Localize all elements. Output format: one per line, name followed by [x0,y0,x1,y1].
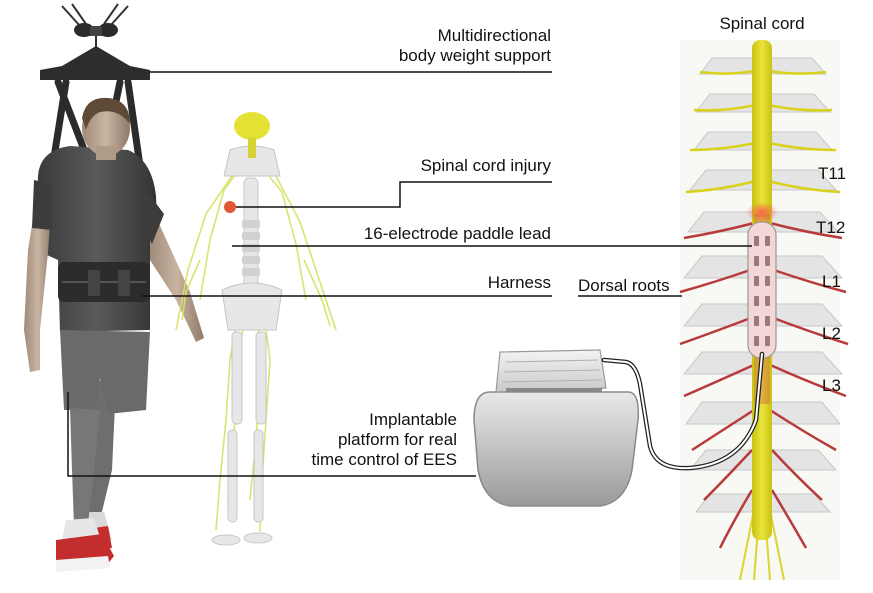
vertebra-label-l3: L3 [822,376,841,395]
label-implantable-platform: Implantable platform for real time contr… [311,410,457,470]
suspension-cables [61,3,129,52]
vertebra-label-l1: L1 [822,272,841,291]
walker-torso [36,146,158,332]
label-line: time control of EES [311,450,457,469]
lead-cable [601,351,765,471]
support-frame [40,46,150,80]
leader-lines [67,71,752,477]
label-body-weight-support: Multidirectional body weight support [399,26,551,66]
implantable-pulse-generator [473,349,640,507]
nervous-system-figure [175,112,337,546]
label-dorsal-roots: Dorsal roots [578,276,670,295]
vertebra-label-t11: T11 [818,164,847,183]
vertebral-column [242,220,260,276]
harness-vest [58,262,150,302]
label-line: Multidirectional [437,26,551,45]
device-case [473,391,640,507]
pulley-icon [74,23,118,37]
label-paddle-lead: 16-electrode paddle lead [363,224,551,243]
walker-back-leg [88,380,116,520]
leader-spinal-cord-injury [236,181,552,208]
injury-marker [224,201,236,213]
paddle-lead [747,221,777,359]
label-line: body weight support [398,46,551,65]
walker-front-leg [70,408,100,526]
brain-icon [234,112,270,140]
label-spinal-cord-injury: Spinal cord injury [420,156,551,175]
label-harness: Harness [487,273,551,292]
walker-figure [24,3,204,572]
walker-left-arm [24,188,52,372]
vertebra-label-l2: L2 [822,324,841,343]
spinal-cord-anatomy [679,40,849,581]
walker-shorts [60,330,150,414]
skeleton [211,145,283,546]
label-line: Implantable [369,410,457,429]
leader-implantable-platform [67,392,476,477]
vertebra-label-t12: T12 [816,218,846,237]
label-spinal-cord: Spinal cord [719,14,805,33]
walker-right-arm [150,204,204,342]
label-line: platform for real [337,430,457,449]
